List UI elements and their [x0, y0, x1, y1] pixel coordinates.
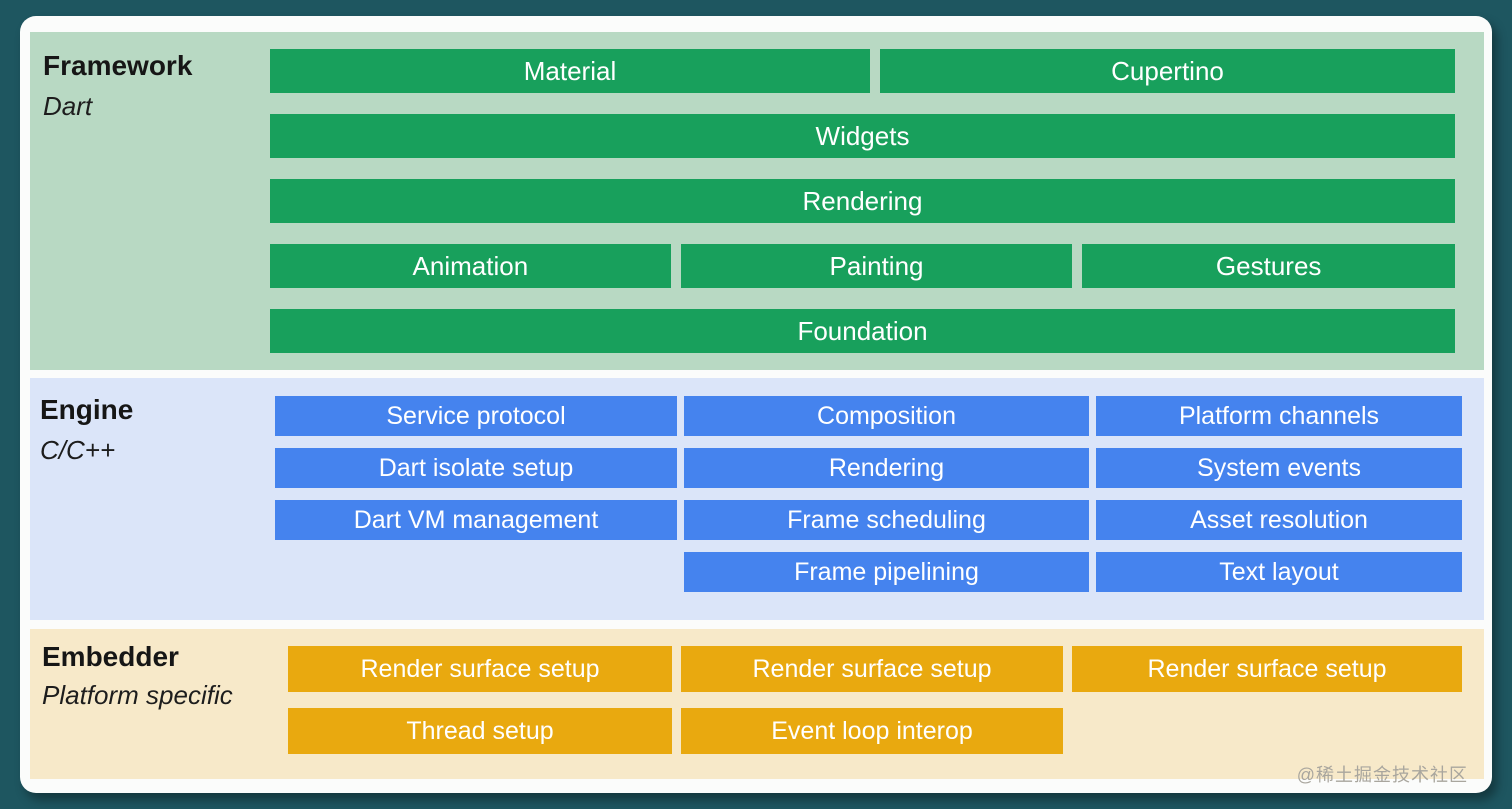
embedder-subtitle: Platform specific	[42, 680, 233, 711]
embedder-layer-panel: Embedder Platform specific Render surfac…	[30, 629, 1484, 779]
engine-blocks: Service protocol Composition Platform ch…	[275, 396, 1462, 592]
block-cupertino: Cupertino	[880, 49, 1455, 93]
block-frame-pipelining: Frame pipelining	[684, 552, 1089, 592]
engine-label: Engine C/C++	[40, 394, 133, 468]
block-dart-vm-management: Dart VM management	[275, 500, 677, 540]
block-render-surface-setup-2: Render surface setup	[681, 646, 1063, 692]
framework-subtitle: Dart	[43, 91, 93, 122]
embedder-label: Embedder Platform specific	[42, 641, 233, 713]
block-system-events: System events	[1096, 448, 1462, 488]
watermark: @稀土掘金技术社区	[1296, 765, 1468, 785]
embedder-blocks: Render surface setup Render surface setu…	[288, 646, 1462, 754]
framework-row-3: Rendering	[270, 179, 1455, 223]
framework-blocks: Material Cupertino Widgets Rendering Ani…	[270, 49, 1455, 353]
embedder-grid-spacer	[1072, 708, 1462, 754]
block-render-surface-setup-1: Render surface setup	[288, 646, 672, 692]
block-rendering: Rendering	[270, 179, 1455, 223]
block-frame-scheduling: Frame scheduling	[684, 500, 1089, 540]
diagram-card: Framework Dart Material Cupertino Widget…	[20, 16, 1492, 793]
block-asset-resolution: Asset resolution	[1096, 500, 1462, 540]
block-dart-isolate-setup: Dart isolate setup	[275, 448, 677, 488]
embedder-title: Embedder	[42, 641, 179, 672]
block-material: Material	[270, 49, 870, 93]
block-foundation: Foundation	[270, 309, 1455, 353]
block-widgets: Widgets	[270, 114, 1455, 158]
block-render-surface-setup-3: Render surface setup	[1072, 646, 1462, 692]
engine-subtitle: C/C++	[40, 435, 116, 466]
framework-title: Framework	[43, 50, 193, 81]
block-event-loop-interop: Event loop interop	[681, 708, 1063, 754]
block-platform-channels: Platform channels	[1096, 396, 1462, 436]
framework-label: Framework Dart	[43, 50, 192, 124]
framework-row-2: Widgets	[270, 114, 1455, 158]
framework-row-1: Material Cupertino	[270, 49, 1455, 93]
engine-layer-panel: Engine C/C++ Service protocol Compositio…	[30, 378, 1484, 620]
block-painting: Painting	[680, 244, 1073, 288]
framework-row-4: Animation Painting Gestures	[270, 244, 1455, 288]
block-engine-rendering: Rendering	[684, 448, 1089, 488]
block-thread-setup: Thread setup	[288, 708, 672, 754]
block-composition: Composition	[684, 396, 1089, 436]
block-text-layout: Text layout	[1096, 552, 1462, 592]
block-service-protocol: Service protocol	[275, 396, 677, 436]
framework-row-5: Foundation	[270, 309, 1455, 353]
framework-layer-panel: Framework Dart Material Cupertino Widget…	[30, 32, 1484, 370]
block-animation: Animation	[270, 244, 671, 288]
engine-title: Engine	[40, 394, 134, 425]
block-gestures: Gestures	[1082, 244, 1455, 288]
engine-grid-spacer	[275, 552, 677, 592]
